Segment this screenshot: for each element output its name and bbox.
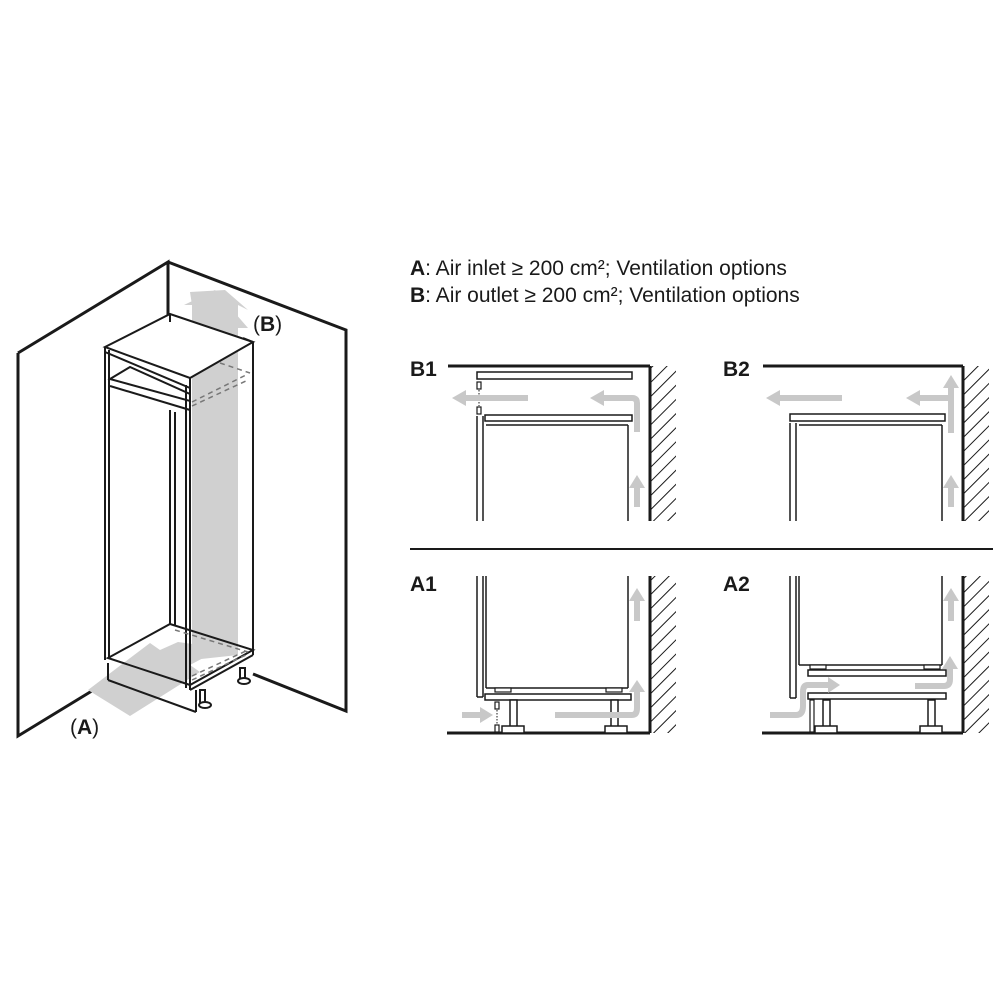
wall-hatching bbox=[650, 366, 676, 521]
panel-label-b2: B2 bbox=[723, 358, 750, 381]
panel-a2-diagram bbox=[762, 576, 989, 735]
panel-b1-diagram bbox=[448, 364, 676, 521]
paren: ( bbox=[253, 313, 260, 336]
panel-a1-diagram bbox=[447, 576, 676, 735]
inlet-airflow-arrow bbox=[88, 642, 222, 716]
wall-hatching bbox=[650, 576, 676, 733]
paren: ) bbox=[275, 313, 283, 336]
isometric-cabinet-view bbox=[16, 259, 348, 739]
legend: A: Air inlet ≥ 200 cm²; Ventilation opti… bbox=[410, 255, 800, 309]
legend-text: : Air inlet ≥ 200 cm²; Ventilation optio… bbox=[425, 257, 787, 280]
inlet-label: (A) bbox=[70, 716, 99, 740]
panel-label-a2: A2 bbox=[723, 573, 750, 596]
panel-b2-diagram bbox=[763, 364, 989, 521]
tall-cabinet bbox=[102, 312, 256, 713]
label-key: A bbox=[77, 716, 93, 739]
wall-hatching bbox=[963, 366, 989, 521]
paren: ( bbox=[70, 716, 77, 739]
outlet-label: (B) bbox=[253, 313, 282, 337]
legend-item-a: A: Air inlet ≥ 200 cm²; Ventilation opti… bbox=[410, 255, 800, 282]
vent-opening-dashes bbox=[174, 362, 251, 681]
airflow-arrows bbox=[462, 588, 645, 723]
outlet-airflow-arrow bbox=[184, 290, 248, 660]
wall-hatching bbox=[963, 576, 989, 733]
paren: ) bbox=[92, 716, 100, 739]
legend-item-b: B: Air outlet ≥ 200 cm²; Ventilation opt… bbox=[410, 282, 800, 309]
panel-label-a1: A1 bbox=[410, 573, 437, 596]
room-walls bbox=[16, 259, 348, 739]
legend-text: : Air outlet ≥ 200 cm²; Ventilation opti… bbox=[425, 284, 800, 307]
airflow-arrows bbox=[770, 588, 959, 718]
airflow-arrows bbox=[766, 375, 959, 507]
legend-key: B bbox=[410, 284, 426, 307]
panel-label-b1: B1 bbox=[410, 358, 437, 381]
airflow-arrows bbox=[452, 390, 645, 507]
label-key: B bbox=[260, 313, 276, 336]
legend-key: A bbox=[410, 257, 426, 280]
